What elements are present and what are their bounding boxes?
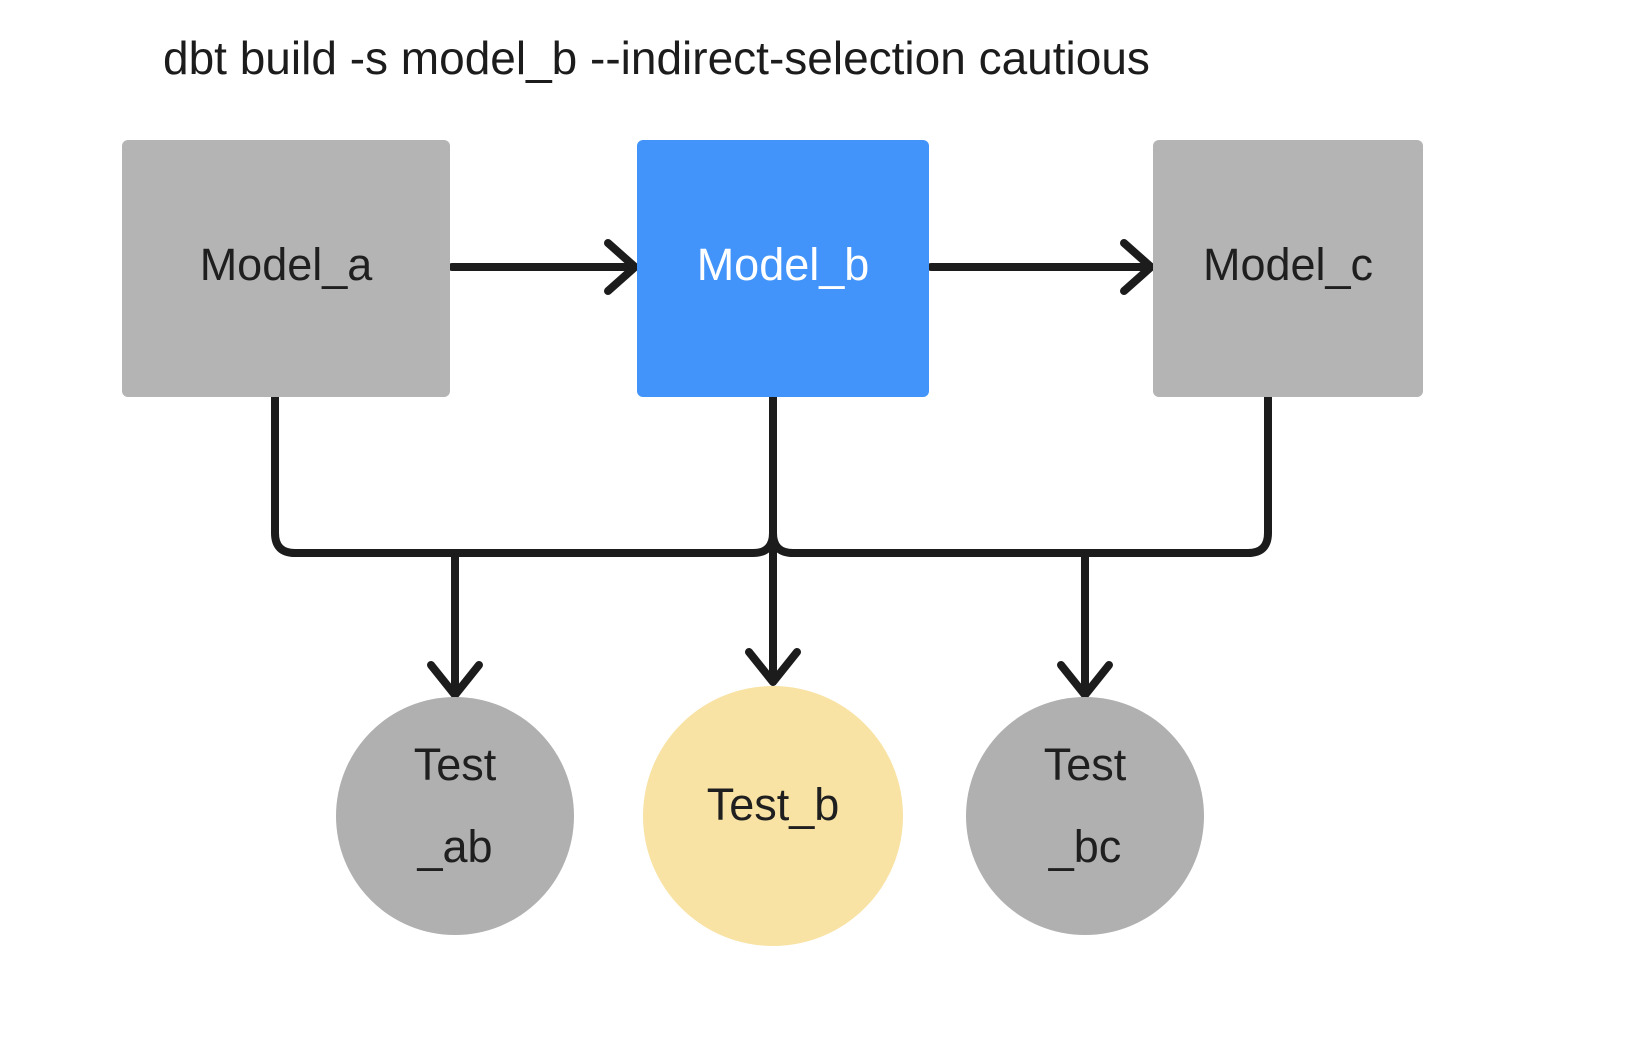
node-test-bc[interactable]: Test _bc	[966, 697, 1204, 935]
node-model-c[interactable]: Model_c	[1153, 140, 1423, 397]
edge-model-c-to-test-bc	[1081, 393, 1272, 557]
edge-junction-to-test-bc	[1057, 549, 1113, 699]
model-a-rect[interactable]	[122, 140, 450, 397]
test-node-layer: Test _ab Test_b Test _bc	[336, 686, 1204, 946]
node-model-a[interactable]: Model_a	[122, 140, 450, 397]
edge-model-b-to-test-ab	[451, 393, 777, 557]
diagram-title: dbt build -s model_b --indirect-selectio…	[163, 32, 1150, 84]
test-ab-circle[interactable]	[336, 697, 574, 935]
model-c-rect[interactable]	[1153, 140, 1423, 397]
test-bc-label-line2: _bc	[1048, 821, 1122, 872]
test-ab-label-line1: Test	[414, 739, 497, 790]
test-bc-label-line1: Test	[1044, 739, 1127, 790]
edge-model-b-to-test-bc	[769, 529, 1089, 557]
test-b-circle[interactable]	[643, 686, 903, 946]
edge-model-b-to-model-c	[927, 239, 1155, 295]
node-test-ab[interactable]: Test _ab	[336, 697, 574, 935]
model-b-rect[interactable]	[637, 140, 929, 397]
model-c-label: Model_c	[1203, 239, 1373, 290]
test-b-label: Test_b	[707, 779, 840, 830]
edge-layer	[271, 239, 1272, 699]
model-node-layer: Model_a Model_b Model_c	[122, 140, 1423, 397]
node-test-b[interactable]: Test_b	[643, 686, 903, 946]
model-b-label: Model_b	[697, 239, 870, 290]
edge-model-a-to-model-b	[448, 239, 639, 295]
node-model-b[interactable]: Model_b	[637, 140, 929, 397]
model-a-label: Model_a	[200, 239, 374, 290]
test-bc-circle[interactable]	[966, 697, 1204, 935]
edge-model-a-to-test-ab	[271, 393, 459, 557]
test-ab-label-line2: _ab	[416, 821, 492, 872]
edge-junction-to-test-ab	[427, 549, 483, 699]
